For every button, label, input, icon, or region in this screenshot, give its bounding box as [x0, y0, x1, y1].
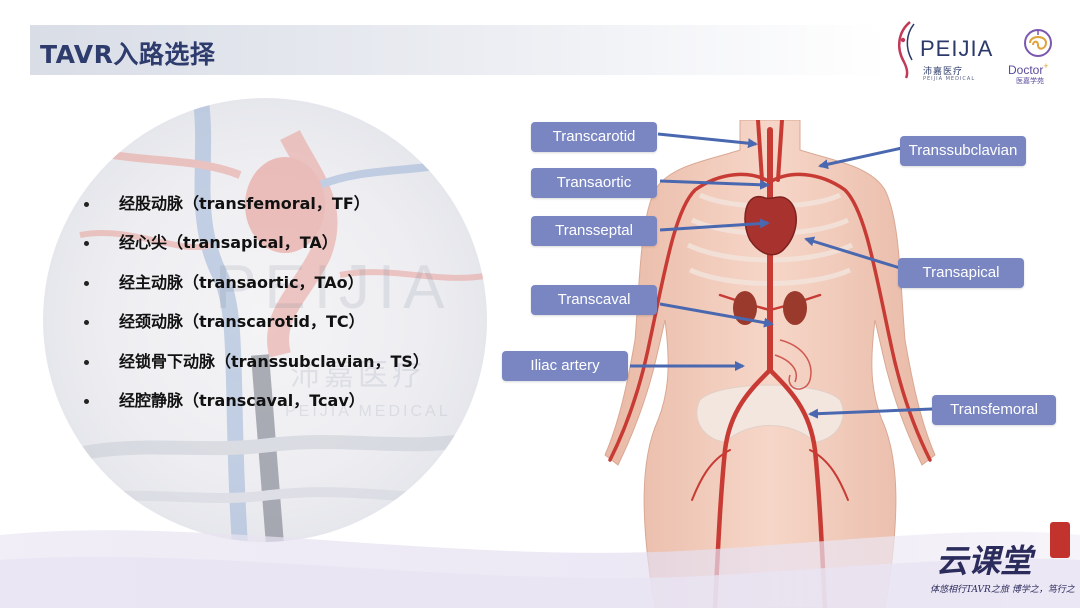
- label-transseptal: Transseptal: [531, 216, 657, 246]
- peijia-swoosh-icon: [897, 21, 915, 79]
- label-transapical: Transapical: [898, 258, 1024, 288]
- brand-slogan: 体悠相行TAVR之旅 博学之，笃行之: [930, 585, 1075, 595]
- list-item: 经颈动脉（transcarotid，TC）: [82, 308, 429, 347]
- label-transsubclavian: Transsubclavian: [900, 136, 1026, 166]
- brand-name: 云课堂: [936, 542, 1033, 580]
- bullet-icon: [84, 398, 89, 404]
- page-title: TAVR入路选择: [40, 40, 216, 69]
- peijia-logo: PEIJIA 沛嘉医疗 PEIJIA MEDICAL: [890, 18, 1000, 86]
- title-bar: TAVR入路选择: [30, 25, 888, 75]
- bullet-icon: [84, 359, 89, 365]
- list-item: 经主动脉（transaortic，TAo）: [82, 269, 429, 308]
- seal-stamp-icon: [1050, 522, 1070, 558]
- watermark-peijia: PEIJIA: [215, 253, 453, 322]
- access-route-list: 经股动脉（transfemoral，TF） 经心尖（transapical，TA…: [82, 190, 429, 426]
- bottom-wave-decoration: [0, 530, 1080, 608]
- watermark-peijia-en: PEIJIA MEDICAL: [285, 403, 451, 420]
- peijia-logo-cn: 沛嘉医疗: [923, 67, 964, 77]
- list-item: 经股动脉（transfemoral，TF）: [82, 190, 429, 229]
- list-item: 经腔静脉（transcaval，Tcav）: [82, 387, 429, 426]
- doctor-logo-word: Doctor+: [1008, 61, 1049, 77]
- watermark-peijia-cn: 沛嘉医疗: [290, 359, 426, 392]
- label-transaortic: Transaortic: [531, 168, 657, 198]
- list-item: 经锁骨下动脉（transsubclavian，TS）: [82, 348, 429, 387]
- label-transcarotid: Transcarotid: [531, 122, 657, 152]
- list-item: 经心尖（transapical，TA）: [82, 229, 429, 268]
- brain-icon: [1024, 29, 1052, 57]
- peijia-logo-word: PEIJIA: [920, 36, 994, 61]
- doctor-logo-cn: 医嘉学苑: [1016, 77, 1044, 85]
- bullet-icon: [84, 280, 89, 286]
- peijia-logo-en: PEIJIA MEDICAL: [923, 76, 976, 82]
- label-iliac-artery: Iliac artery: [502, 351, 628, 381]
- bullet-icon: [84, 241, 89, 247]
- cloud-classroom-brand: 云课堂 体悠相行TAVR之旅 博学之，笃行之: [930, 522, 1075, 602]
- label-transcaval: Transcaval: [531, 285, 657, 315]
- bullet-icon: [84, 320, 89, 326]
- bullet-icon: [84, 202, 89, 207]
- label-transfemoral: Transfemoral: [932, 395, 1056, 425]
- doctor-logo: Doctor+ 医嘉学苑: [1006, 26, 1072, 86]
- anatomy-circle-background: [43, 98, 487, 542]
